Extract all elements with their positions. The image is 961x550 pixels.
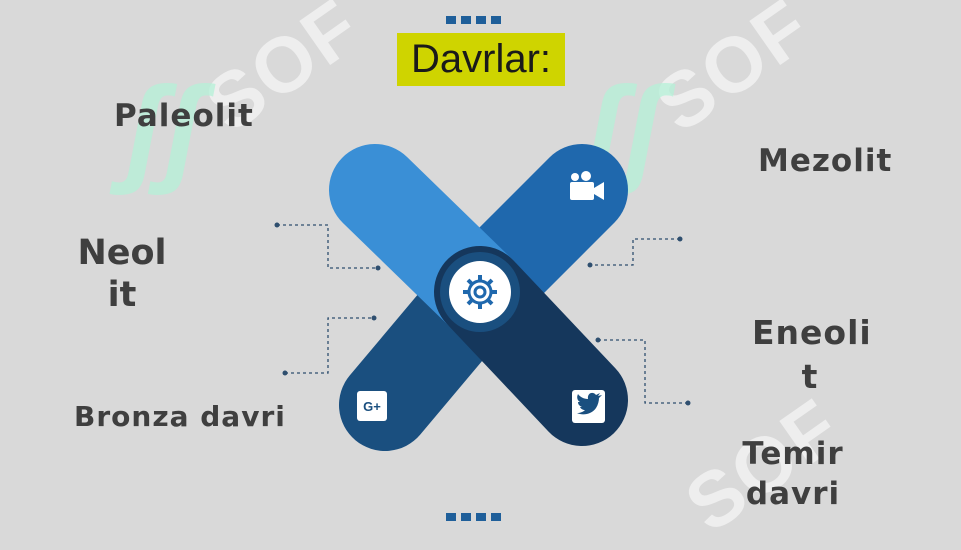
twitter-icon — [572, 390, 605, 423]
gear-icon — [463, 275, 497, 309]
video-camera-icon — [570, 171, 604, 200]
label-eneolit-line2: t — [801, 357, 818, 396]
label-neolit-line1: Neol — [77, 233, 167, 273]
label-temir: Temir davri — [738, 434, 848, 514]
svg-text:G+: G+ — [363, 399, 381, 414]
connector-dots — [274, 222, 691, 406]
page-title: Davrlar: — [397, 33, 565, 86]
bottom-dots — [446, 513, 501, 521]
label-eneolit: Eneoli t — [752, 311, 872, 399]
label-mezolit: Mezolit — [758, 143, 893, 179]
label-temir-line1: Temir — [742, 436, 844, 472]
connector-lines — [277, 224, 688, 404]
label-paleolit: Paleolit — [114, 98, 254, 134]
watermark-logo: ʃʃ — [125, 62, 202, 196]
label-bronza: Bronza davri — [74, 400, 286, 433]
label-neolit: Neol it — [76, 232, 168, 316]
top-dots — [446, 16, 501, 24]
label-eneolit-line1: Eneoli — [752, 313, 872, 352]
center-hub-inner — [449, 261, 511, 323]
label-temir-line2: davri — [745, 476, 841, 512]
google-plus-icon: G+ — [357, 391, 387, 421]
label-neolit-line2: it — [107, 275, 137, 315]
